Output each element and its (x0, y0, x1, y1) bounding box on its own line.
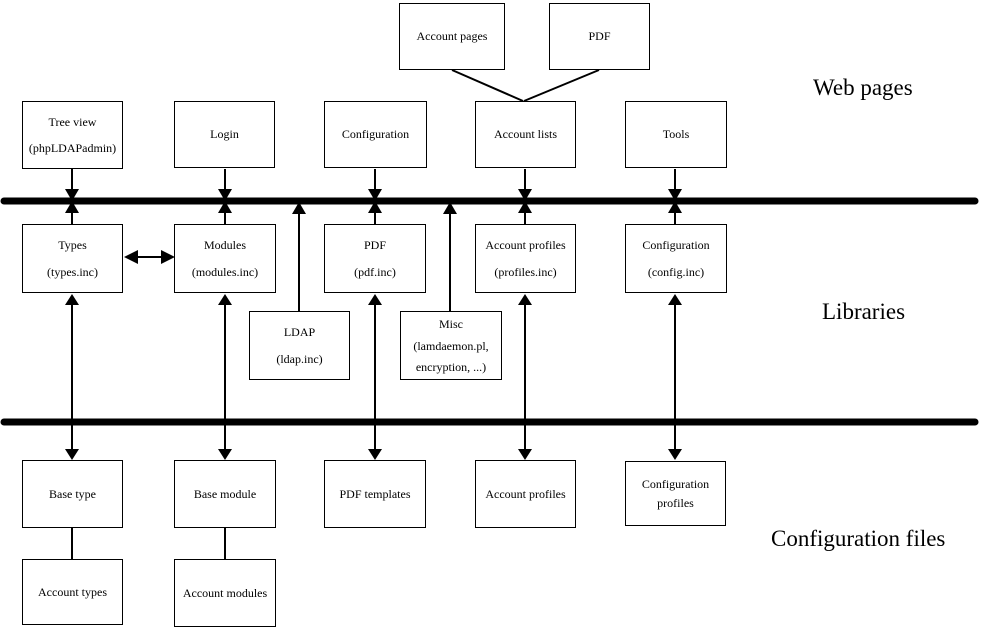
node-sublabel: encryption, ...) (415, 360, 487, 375)
node-login: Login (174, 101, 275, 168)
node-label: Misc (439, 317, 463, 331)
node-sublabel: (pdf.inc) (354, 264, 396, 279)
node-pdf-page: PDF (549, 3, 650, 70)
node-label: PDF (363, 238, 386, 253)
node-label: Configuration (642, 238, 710, 253)
node-label: Account profiles (485, 238, 566, 253)
node-label: Configuration (341, 127, 410, 141)
node-label: Modules (204, 238, 246, 253)
node-sublabel: (profiles.inc) (494, 264, 557, 279)
node-label: Types (58, 238, 87, 253)
node-sublabel: (types.inc) (47, 264, 98, 279)
node-account-pages: Account pages (399, 3, 505, 70)
node-label: Base type (49, 486, 96, 501)
node-sublabel: (config.inc) (647, 264, 705, 279)
node-label: Tools (662, 127, 690, 141)
node-label: Login (210, 127, 239, 141)
node-label: Account types (38, 584, 107, 599)
node-ldap-lib: LDAP (ldap.inc) (249, 311, 350, 380)
node-label: Tree view (48, 115, 97, 129)
node-sublabel: profiles (657, 495, 694, 510)
node-sublabel: (modules.inc) (191, 264, 259, 279)
node-label: PDF (588, 29, 611, 43)
node-modules-lib: Modules (modules.inc) (174, 224, 276, 293)
node-types-lib: Types (types.inc) (22, 224, 123, 293)
node-configuration-lib: Configuration (config.inc) (625, 224, 727, 293)
node-sublabel: (phpLDAPadmin) (28, 141, 117, 155)
node-configuration-profiles: Configuration profiles (625, 461, 726, 526)
node-account-types: Account types (22, 559, 123, 625)
node-label: LDAP (283, 325, 316, 340)
node-label: Configuration (641, 476, 710, 491)
node-account-modules: Account modules (174, 559, 276, 627)
node-pdf-templates: PDF templates (324, 460, 426, 528)
node-label: Account modules (182, 585, 268, 600)
node-label: Base module (193, 486, 257, 501)
node-account-lists: Account lists (475, 101, 576, 168)
layer-label-libraries: Libraries (822, 299, 906, 324)
node-configuration-page: Configuration (324, 101, 427, 168)
layer-label-configuration-files: Configuration files (771, 526, 946, 551)
node-tools: Tools (625, 101, 727, 168)
node-sublabel: (ldap.inc) (276, 351, 323, 366)
node-base-module: Base module (174, 460, 276, 528)
node-label: PDF templates (339, 486, 411, 501)
node-pdf-lib: PDF (pdf.inc) (324, 224, 426, 293)
node-base-type: Base type (22, 460, 123, 528)
node-account-profiles-lib: Account profiles (profiles.inc) (475, 224, 576, 293)
node-label: Account profiles (485, 486, 566, 501)
node-sublabel: (lamdaemon.pl, (413, 338, 489, 353)
node-account-profiles-file: Account profiles (475, 460, 576, 528)
layer-label-web-pages: Web pages (813, 75, 913, 100)
node-misc-lib: Misc (lamdaemon.pl, encryption, ...) (400, 311, 502, 380)
node-label: Account lists (494, 127, 557, 141)
node-tree-view: Tree view (phpLDAPadmin) (22, 101, 123, 169)
node-label: Account pages (416, 29, 488, 43)
